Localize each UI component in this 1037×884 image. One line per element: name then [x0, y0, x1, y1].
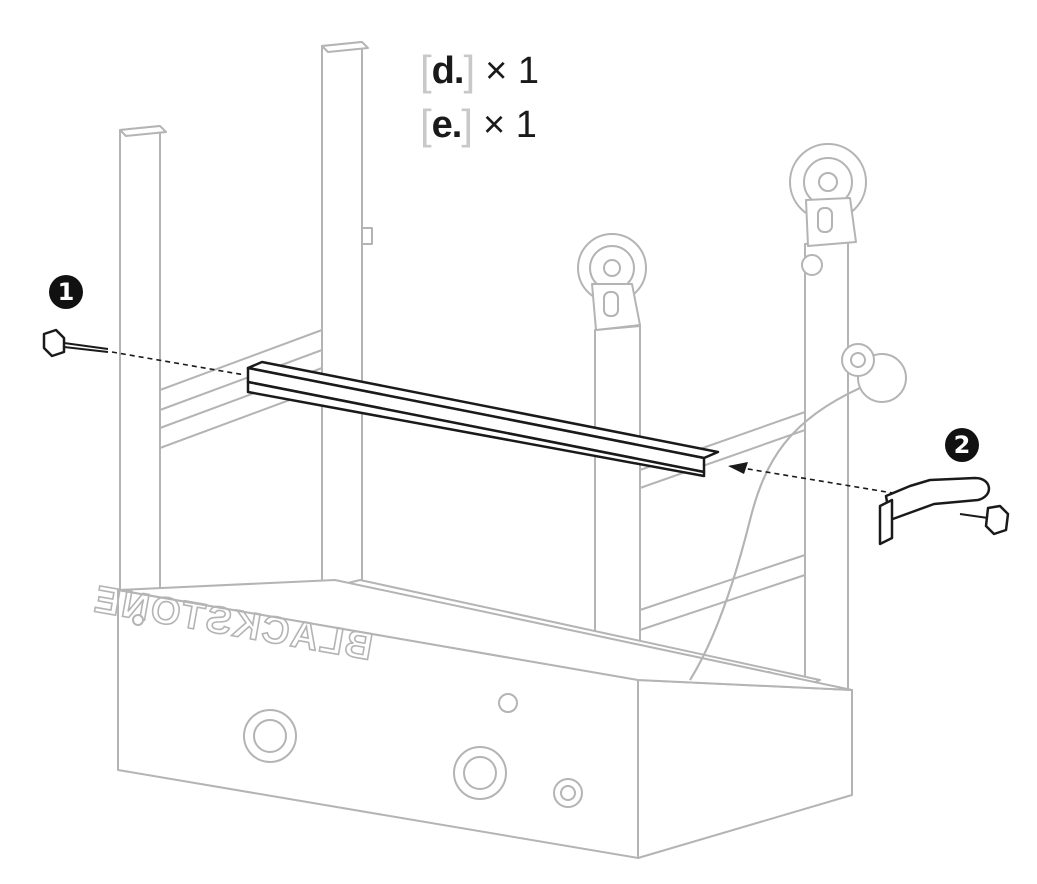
knob-icon — [959, 504, 1010, 536]
gas-hose — [689, 343, 907, 681]
part-row-e: [ e. ] × 1 — [420, 98, 539, 152]
front-leg-with-wheel — [577, 233, 647, 685]
bracket-open: [ — [420, 101, 432, 148]
part-row-d: [ d. ] × 1 — [420, 44, 539, 98]
bracket-open: [ — [420, 47, 432, 94]
burner-box: BLACKSTONE — [89, 578, 853, 859]
part-quantity: × 1 — [483, 103, 537, 146]
support-rail-part — [246, 360, 720, 478]
part-code: e. — [431, 103, 463, 146]
step-badge-1: 1 — [49, 275, 83, 309]
parts-list: [ d. ] × 1 [ e. ] × 1 — [420, 44, 539, 152]
bracket-close: ] — [461, 101, 474, 148]
rear-leg-with-wheel — [789, 143, 867, 695]
alignment-line-1 — [111, 351, 246, 376]
part-code: d. — [431, 49, 465, 92]
back-center-leg — [321, 41, 373, 605]
tank-bracket-icon — [878, 476, 991, 546]
part-quantity: × 1 — [485, 49, 540, 92]
step-badge-2: 2 — [945, 428, 979, 462]
bracket-close: ] — [463, 47, 476, 94]
bolt-icon — [42, 328, 109, 358]
arrow-head — [728, 462, 748, 474]
